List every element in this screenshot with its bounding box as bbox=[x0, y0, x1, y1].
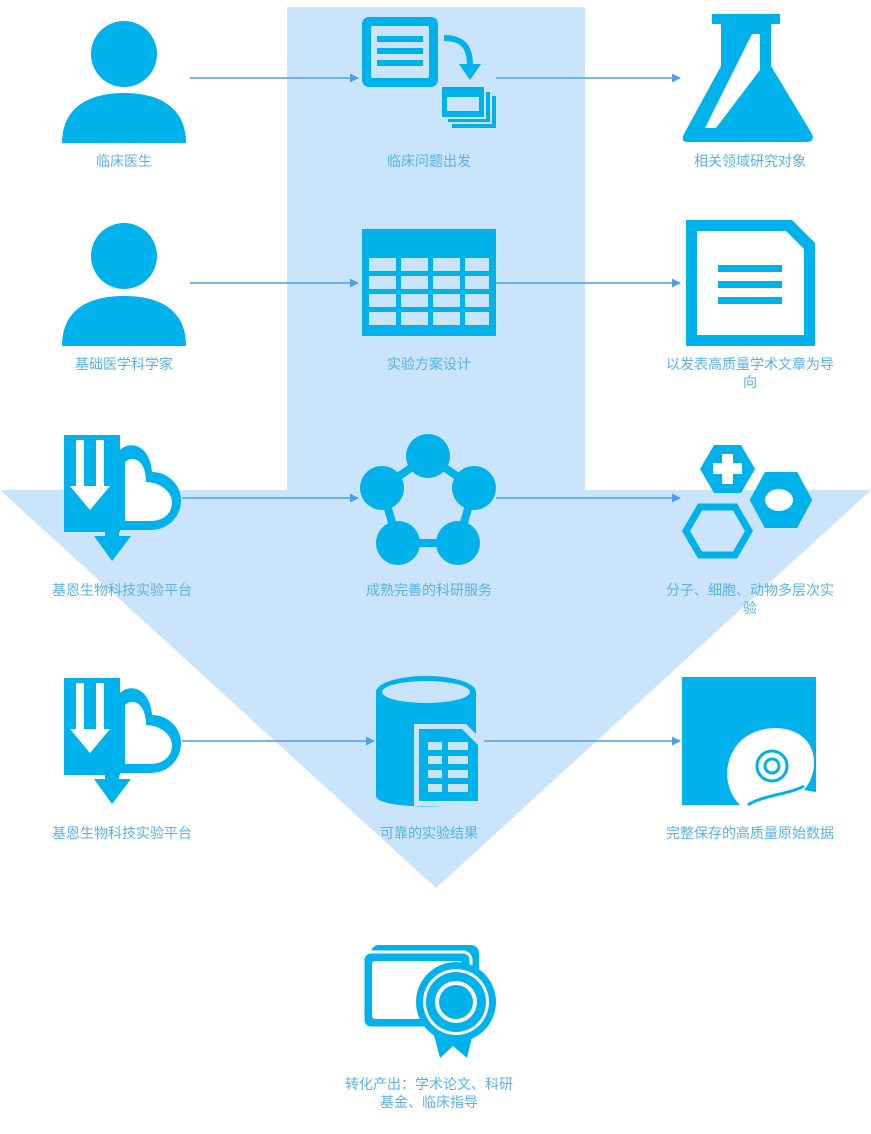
label-multilevel-experiments: 分子、细胞、动物多层次实验 bbox=[666, 583, 834, 617]
document-transfer-icon bbox=[362, 17, 496, 128]
label-clinician: 临床医生 bbox=[96, 154, 152, 170]
person-icon bbox=[62, 223, 186, 346]
person-icon bbox=[62, 21, 186, 143]
label-basic-scientist: 基础医学科学家 bbox=[75, 357, 173, 373]
hexagon-cells-icon bbox=[681, 445, 813, 559]
connectors bbox=[182, 73, 681, 746]
download-cloud-icon bbox=[64, 435, 181, 561]
label-raw-data: 完整保存的高质量原始数据 bbox=[666, 826, 834, 842]
disc-icon bbox=[682, 677, 816, 807]
label-experiment-design: 实验方案设计 bbox=[387, 357, 471, 373]
label-clinical-question: 临床问题出发 bbox=[387, 154, 471, 170]
label-translation-output: 转化产出：学术论文、科研基金、临床指导 bbox=[345, 1077, 513, 1111]
label-reliable-results: 可靠的实验结果 bbox=[380, 826, 478, 842]
label-research-object: 相关领域研究对象 bbox=[694, 154, 806, 170]
label-platform-2: 基恩生物科技实验平台 bbox=[52, 826, 192, 842]
certificate-icon bbox=[361, 945, 496, 1058]
database-document-icon bbox=[376, 676, 484, 807]
label-publication-oriented: 以发表高质量学术文章为导向 bbox=[666, 357, 834, 391]
label-platform-1: 基恩生物科技实验平台 bbox=[52, 583, 192, 599]
network-icon bbox=[360, 434, 496, 565]
label-research-service: 成熟完善的科研服务 bbox=[366, 583, 492, 599]
table-icon bbox=[362, 229, 496, 336]
download-cloud-icon bbox=[64, 678, 181, 804]
flask-icon bbox=[682, 14, 813, 142]
document-icon bbox=[686, 220, 815, 346]
